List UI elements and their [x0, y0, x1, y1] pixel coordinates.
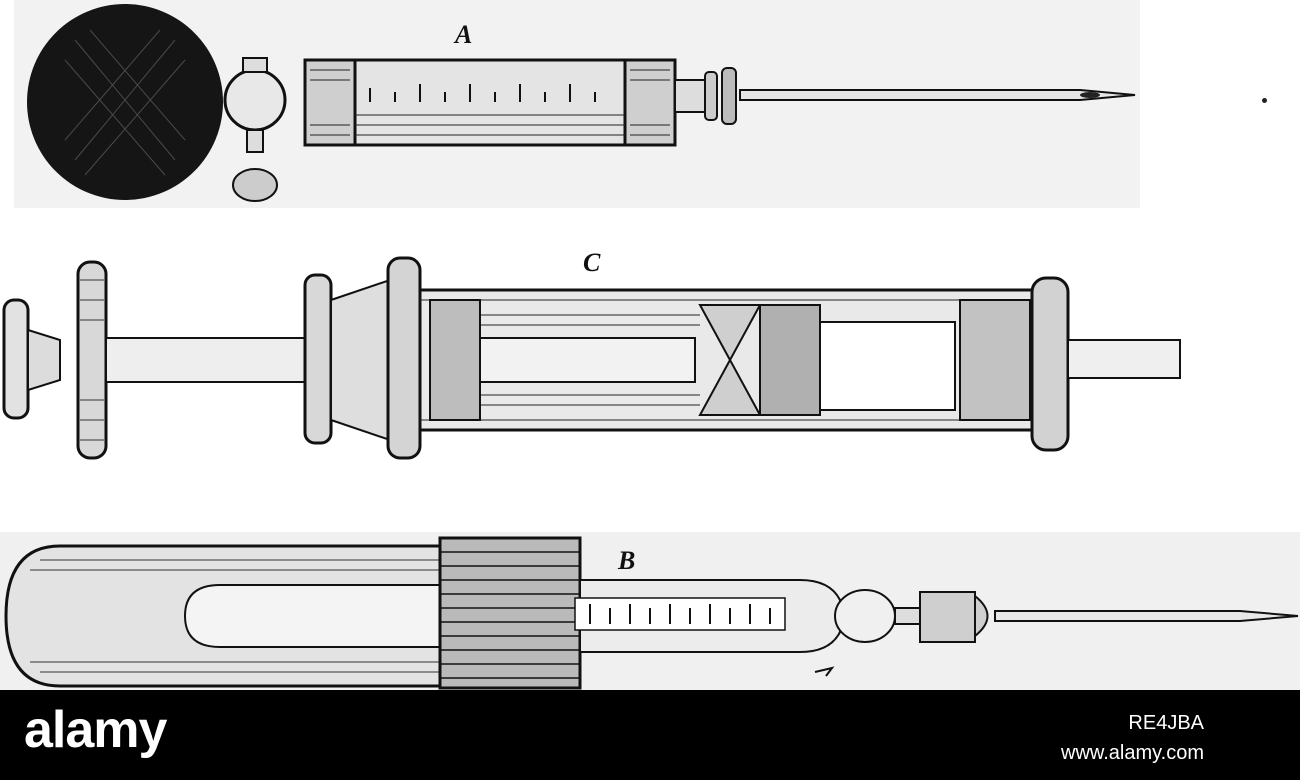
stock-url: www.alamy.com	[1061, 742, 1204, 764]
figure-label-b: B	[618, 546, 636, 575]
nozzle-c	[1067, 339, 1181, 379]
figure-label-a: A	[455, 20, 473, 49]
plunger-rod-c	[105, 337, 307, 383]
stock-image-id: RE4JBA	[1128, 712, 1204, 734]
valve-stem	[246, 129, 264, 153]
barrel-a-graduations	[369, 84, 596, 102]
collar-b	[438, 536, 582, 690]
valve-knob	[232, 168, 278, 202]
bulb-mesh-texture	[64, 29, 186, 176]
alamy-logo: alamy	[24, 701, 167, 759]
rubber-bulb	[27, 4, 223, 200]
barrel-a	[303, 58, 677, 147]
figure-label-c: C	[583, 248, 601, 277]
stray-dot	[1262, 98, 1267, 103]
syringe-c-illustration	[2, 256, 1181, 460]
needle-b	[994, 610, 1299, 622]
barrel-b-graduations	[589, 604, 771, 624]
needle-a	[739, 89, 1136, 101]
watermark-footer	[0, 690, 1300, 780]
